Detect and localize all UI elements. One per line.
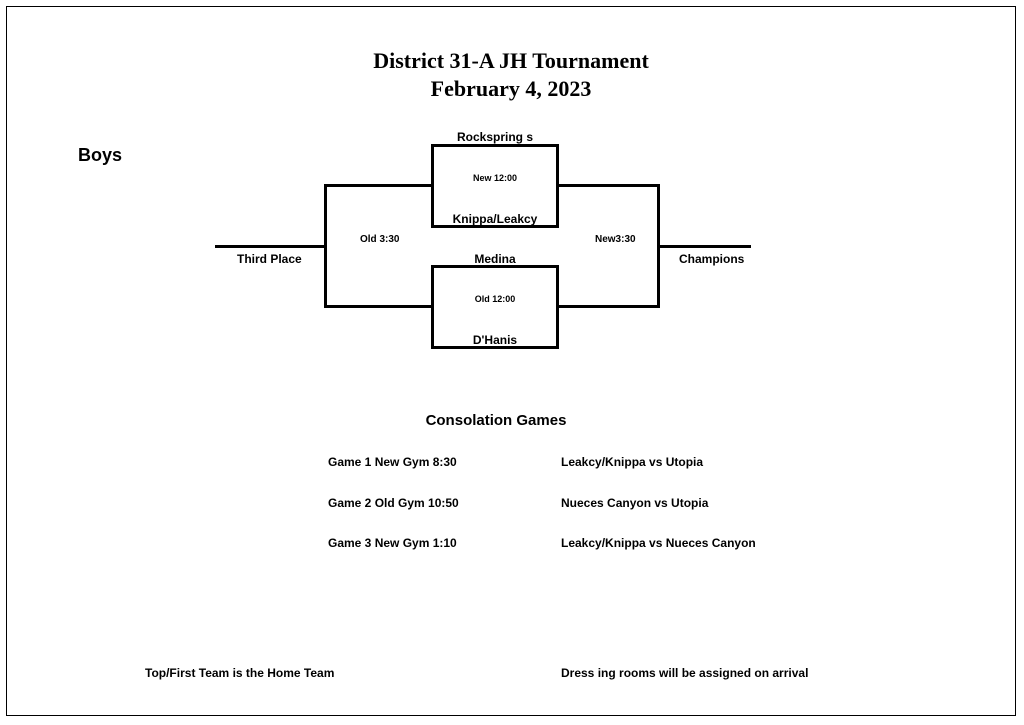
- dressing-room-note: Dress ing rooms will be assigned on arri…: [561, 666, 809, 680]
- tournament-title: District 31-A JH Tournament: [373, 48, 649, 73]
- consolation-game-time: Game 3 New Gym 1:10: [328, 536, 457, 550]
- bottom-team-2: D'Hanis: [472, 333, 518, 347]
- home-team-note: Top/First Team is the Home Team: [145, 666, 335, 680]
- top-game-time: New 12:00: [472, 173, 518, 183]
- champions-label: Champions: [679, 252, 745, 266]
- championship-connector-top: [558, 184, 660, 187]
- third-place-connector-vertical: [324, 184, 327, 308]
- consolation-game-time: Game 1 New Gym 8:30: [328, 455, 457, 469]
- consolation-game-time: Game 2 Old Gym 10:50: [328, 496, 459, 510]
- bottom-team-1: Medina: [474, 252, 516, 266]
- championship-connector-bottom: [558, 305, 660, 308]
- bottom-game-box: [431, 265, 559, 349]
- third-place-connector-top: [324, 184, 432, 187]
- third-place-label: Third Place: [237, 252, 302, 266]
- third-place-connector-bottom: [324, 305, 432, 308]
- tournament-date: February 4, 2023: [430, 76, 592, 101]
- bottom-game-time: Old 12:00: [474, 294, 516, 304]
- division-label: Boys: [78, 145, 123, 165]
- consolation-game-matchup: Nueces Canyon vs Utopia: [561, 496, 709, 510]
- top-team-2: Knippa/Leakcy: [452, 212, 538, 226]
- consolation-game-matchup: Leakcy/Knippa vs Utopia: [561, 455, 704, 469]
- champions-line: [659, 245, 751, 248]
- top-team-1: Rockspring s: [456, 130, 534, 144]
- consolation-heading: Consolation Games: [425, 412, 567, 429]
- third-place-line: [215, 245, 325, 248]
- championship-game-time: New3:30: [595, 234, 636, 245]
- championship-connector-vertical: [657, 184, 660, 308]
- top-game-box: [431, 144, 559, 228]
- document-page: [6, 6, 1016, 716]
- consolation-game-matchup: Leakcy/Knippa vs Nueces Canyon: [561, 536, 756, 550]
- third-place-game-time: Old 3:30: [360, 234, 400, 245]
